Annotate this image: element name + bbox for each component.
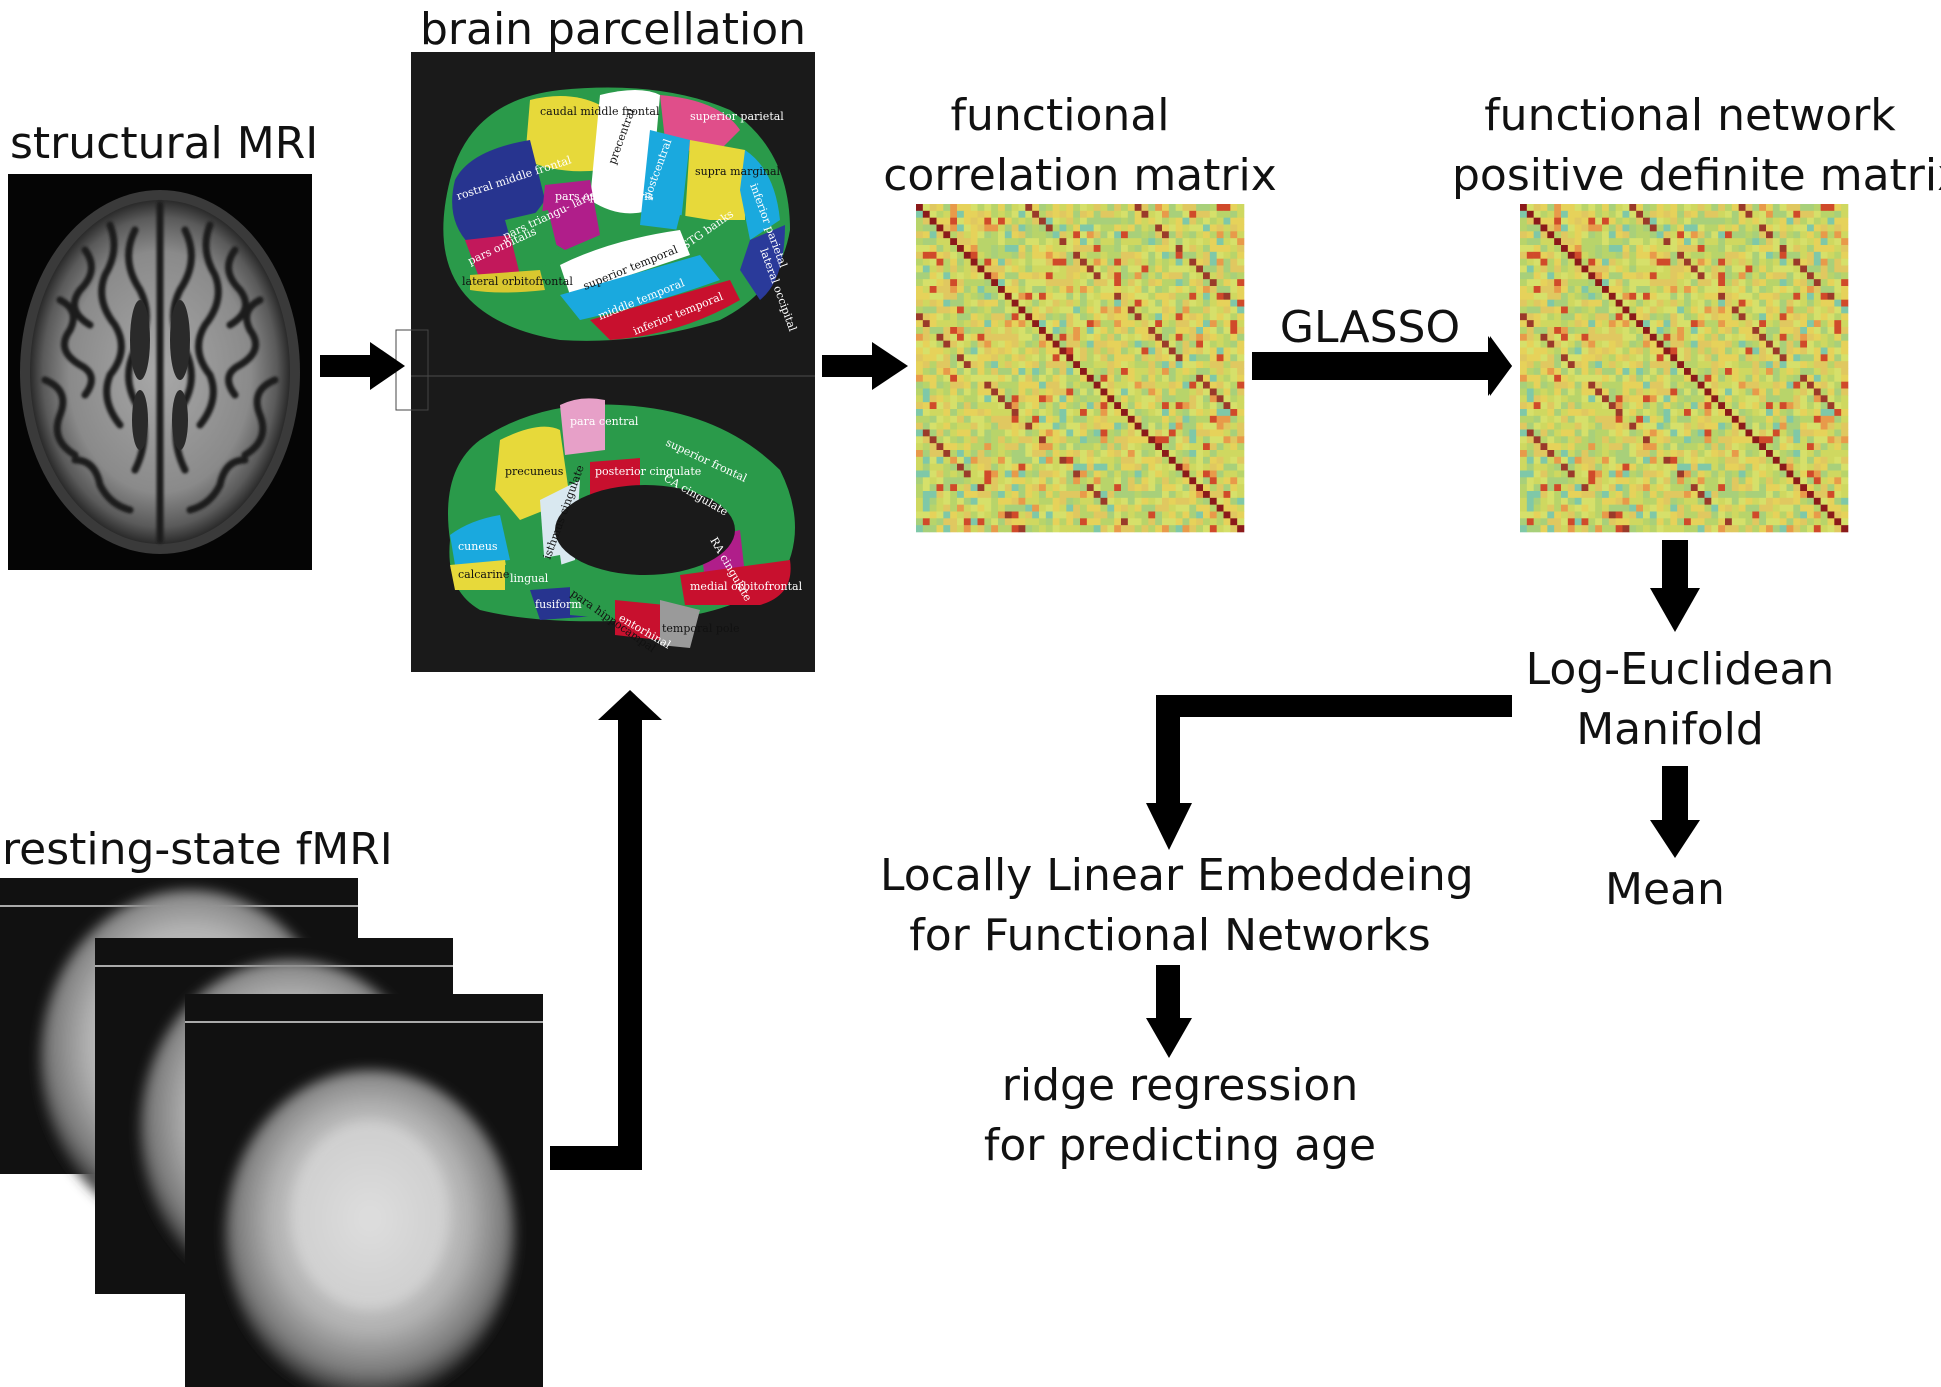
label-pars-opercularis: pars opercu- laris <box>555 190 654 203</box>
medial-brain-view: para central superior frontal precuneus … <box>448 398 803 655</box>
arrow-glasso <box>1252 336 1512 396</box>
label-precuneus: precuneus <box>505 465 564 478</box>
label-fusiform: fusiform <box>535 598 582 611</box>
label-posterior-cingulate: posterior cingulate <box>595 465 701 478</box>
label-functional-correlation-line1: functional <box>950 90 1170 141</box>
label-lle-line1: Locally Linear Embeddeing <box>880 850 1474 901</box>
label-mean: Mean <box>1605 864 1725 915</box>
arrow-fmri-to-parcellation <box>550 690 662 1170</box>
arrow-log-euclidean-to-lle <box>1146 695 1512 850</box>
functional-correlation-matrix <box>916 204 1245 533</box>
arrow-lle-to-ridge <box>1146 965 1192 1058</box>
label-medial-orbitofrontal: medial orbitofrontal <box>690 580 803 593</box>
label-lateral-orbitofrontal: lateral orbitofrontal <box>462 275 573 288</box>
label-functional-network-line1: functional network <box>1484 90 1896 141</box>
label-brain-parcellation: brain parcellation <box>419 4 807 55</box>
arrow-parcellation-to-correlation <box>822 342 908 390</box>
arrow-mri-to-parcellation <box>320 342 405 390</box>
label-temporal-pole: temporal pole <box>662 622 740 635</box>
lateral-brain-view: caudal middle frontal superior parietal … <box>443 87 799 341</box>
label-ridge-line1: ridge regression <box>1001 1060 1359 1111</box>
label-calcarine: calcarine <box>458 568 509 581</box>
label-log-euclidean-line1: Log-Euclidean <box>1525 644 1835 695</box>
arrows <box>320 336 1700 1170</box>
fmri-slice-3 <box>185 994 543 1387</box>
structural-mri-image <box>8 174 312 570</box>
label-para-central: para central <box>570 415 639 428</box>
label-supra-marginal: supra marginal <box>695 165 781 178</box>
brain-parcellation-image: caudal middle frontal superior parietal … <box>395 52 815 672</box>
arrow-log-euclidean-to-mean <box>1650 766 1700 858</box>
label-lingual: lingual <box>510 572 549 585</box>
arrow-pd-to-log-euclidean <box>1650 540 1700 632</box>
positive-definite-matrix <box>1520 204 1849 533</box>
label-resting-state-fmri: resting-state fMRI <box>2 824 393 875</box>
label-lle-line2: for Functional Networks <box>909 910 1431 961</box>
label-structural-mri: structural MRI <box>10 118 319 169</box>
resting-state-fmri-stack <box>0 878 543 1387</box>
label-cuneus: cuneus <box>458 540 498 553</box>
label-superior-parietal: superior parietal <box>690 110 784 123</box>
label-ridge-line2: for predicting age <box>983 1120 1377 1171</box>
label-functional-network-line2: positive definite matrix <box>1452 150 1941 201</box>
label-functional-correlation-line2: correlation matrix <box>883 150 1277 201</box>
label-caudal-middle-frontal: caudal middle frontal <box>540 105 660 118</box>
label-log-euclidean-line2: Manifold <box>1576 704 1764 755</box>
label-glasso: GLASSO <box>1279 302 1461 353</box>
